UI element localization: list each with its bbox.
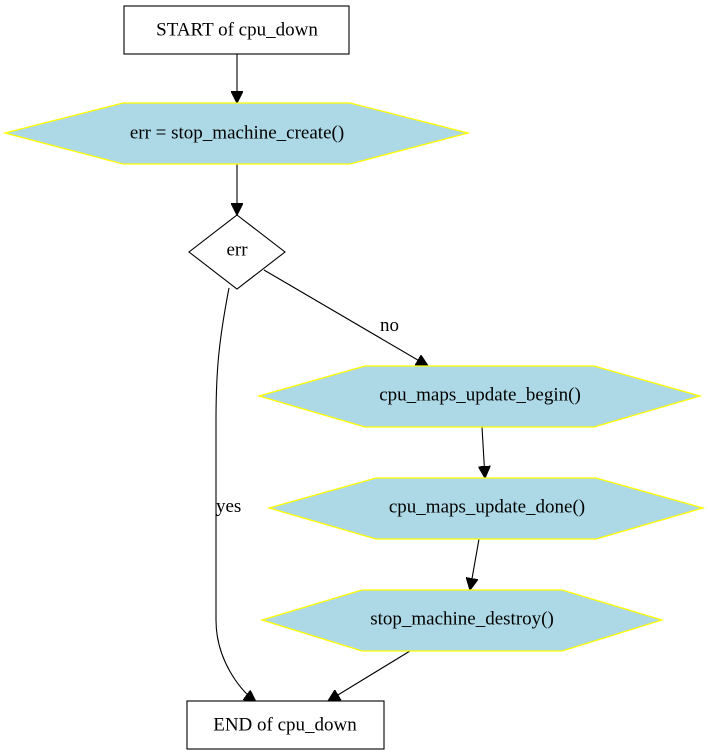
node-start: START of cpu_down bbox=[123, 5, 350, 55]
node-maps-update-begin: cpu_maps_update_begin() bbox=[256, 365, 703, 428]
maps-update-begin-hexagon bbox=[256, 365, 703, 428]
stop-machine-create-hexagon bbox=[2, 102, 471, 165]
edge-err-to-end-yes bbox=[215, 287, 256, 702]
end-label: END of cpu_down bbox=[213, 714, 357, 735]
maps-update-begin-label: cpu_maps_update_begin() bbox=[379, 384, 581, 405]
edge-label-no: no bbox=[380, 315, 399, 336]
end-box bbox=[186, 700, 385, 750]
edge-err-to-begin-no bbox=[263, 269, 428, 366]
maps-update-done-hexagon bbox=[266, 477, 706, 540]
edge-destroy-to-end bbox=[328, 650, 411, 701]
start-box bbox=[123, 5, 350, 55]
node-stop-machine-create: err = stop_machine_create() bbox=[2, 102, 471, 165]
node-err-check: err bbox=[188, 214, 286, 290]
edge-label-yes: yes bbox=[216, 496, 241, 517]
node-end: END of cpu_down bbox=[186, 700, 385, 750]
err-decision-diamond bbox=[188, 214, 286, 290]
edge-done-to-destroy bbox=[470, 538, 480, 590]
maps-update-done-label: cpu_maps_update_done() bbox=[389, 496, 585, 517]
edge-begin-to-done bbox=[482, 426, 485, 478]
stop-machine-destroy-hexagon bbox=[259, 589, 665, 652]
start-label: START of cpu_down bbox=[156, 19, 318, 40]
edges: no yes bbox=[215, 54, 485, 702]
stop-machine-destroy-label: stop_machine_destroy() bbox=[370, 608, 554, 629]
err-decision-label: err bbox=[226, 239, 248, 260]
node-maps-update-done: cpu_maps_update_done() bbox=[266, 477, 706, 540]
node-stop-machine-destroy: stop_machine_destroy() bbox=[259, 589, 665, 652]
stop-machine-create-label: err = stop_machine_create() bbox=[130, 122, 344, 143]
